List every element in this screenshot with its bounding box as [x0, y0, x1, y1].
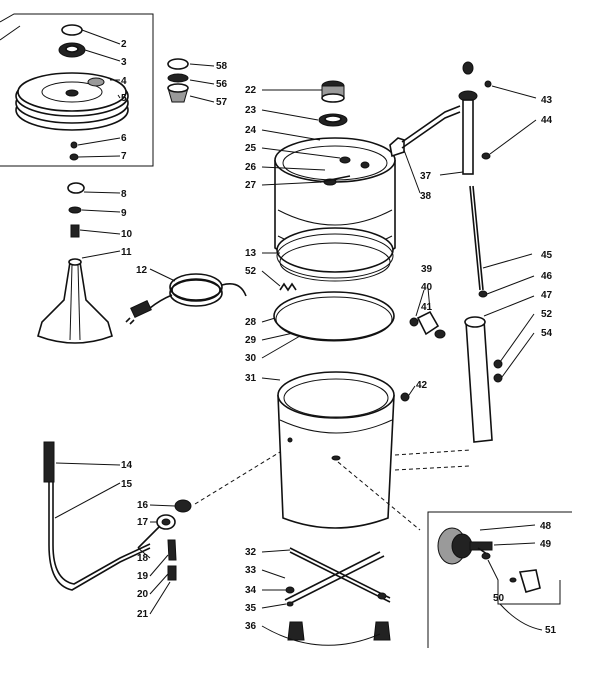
timer-inset [427, 511, 572, 648]
label-54: 54 [541, 328, 553, 339]
label-56: 56 [216, 79, 228, 90]
tub-ring [273, 291, 395, 341]
label-27: 27 [245, 180, 257, 191]
label-14: 14 [121, 460, 133, 471]
small-parts-top [167, 58, 215, 103]
label-11: 11 [121, 247, 132, 258]
label-2: 2 [121, 39, 127, 50]
label-49: 49 [540, 539, 552, 550]
leveling-foot [287, 621, 305, 641]
label-51: 51 [545, 625, 557, 636]
plug [130, 300, 152, 318]
agitator [37, 261, 113, 344]
label-22: 22 [245, 85, 257, 96]
label-32: 32 [245, 547, 257, 558]
pump-tube [465, 319, 493, 443]
timer-inset-border [427, 511, 572, 648]
tube-nozzle [43, 441, 55, 483]
label-15: 15 [121, 479, 133, 490]
outer-tub [277, 394, 395, 529]
label-52-left: 52 [245, 266, 257, 277]
pulley-inset [0, 13, 154, 167]
fill-tube [43, 441, 151, 591]
label-21: 21 [137, 609, 149, 620]
label-16: 16 [137, 500, 149, 511]
label-4: 4 [121, 76, 127, 87]
timer-dial [518, 569, 541, 593]
nut-part [69, 153, 79, 161]
label-30: 30 [245, 353, 257, 364]
label-26: 26 [245, 162, 257, 173]
label-47: 47 [541, 290, 553, 301]
screw-part [70, 141, 78, 149]
fittings [137, 451, 281, 615]
agitator-bolt [70, 224, 80, 238]
label-8: 8 [121, 189, 127, 200]
right-parts [389, 61, 537, 443]
label-35: 35 [245, 603, 257, 614]
label-10: 10 [121, 229, 133, 240]
tub-assembly [261, 80, 471, 646]
label-50: 50 [493, 593, 505, 604]
part-labels: 2 3 4 5 6 7 8 9 10 11 12 14 15 16 17 18 … [121, 39, 557, 636]
label-3: 3 [121, 57, 127, 68]
label-58: 58 [216, 61, 228, 72]
agitator-cap [67, 182, 85, 194]
label-17: 17 [137, 517, 149, 528]
label-7: 7 [121, 151, 127, 162]
cap-part [61, 24, 83, 36]
label-24: 24 [245, 125, 257, 136]
label-34: 34 [245, 585, 257, 596]
label-48: 48 [540, 521, 552, 532]
label-36: 36 [245, 621, 257, 632]
label-43: 43 [541, 95, 553, 106]
label-38: 38 [420, 191, 432, 202]
label-41: 41 [421, 302, 433, 313]
label-42: 42 [416, 380, 428, 391]
label-6: 6 [121, 133, 127, 144]
label-57: 57 [216, 97, 228, 108]
label-9: 9 [121, 208, 127, 219]
label-52-right: 52 [541, 309, 553, 320]
pulley-inset-border [0, 13, 154, 167]
label-18: 18 [137, 553, 149, 564]
label-40: 40 [421, 282, 433, 293]
label-28: 28 [245, 317, 257, 328]
label-13: 13 [245, 248, 257, 259]
agitator-assembly [37, 182, 121, 344]
label-12: 12 [136, 265, 148, 276]
label-5: 5 [121, 93, 127, 104]
label-45: 45 [541, 250, 553, 261]
label-46: 46 [541, 271, 553, 282]
label-39: 39 [421, 264, 433, 275]
label-23: 23 [245, 105, 257, 116]
label-44: 44 [541, 115, 553, 126]
label-31: 31 [245, 373, 257, 384]
label-37: 37 [420, 171, 432, 182]
label-29: 29 [245, 335, 257, 346]
label-25: 25 [245, 143, 257, 154]
label-19: 19 [137, 571, 149, 582]
suspension-rod [462, 99, 474, 175]
power-cord [125, 268, 247, 325]
label-20: 20 [137, 589, 149, 600]
label-33: 33 [245, 565, 257, 576]
